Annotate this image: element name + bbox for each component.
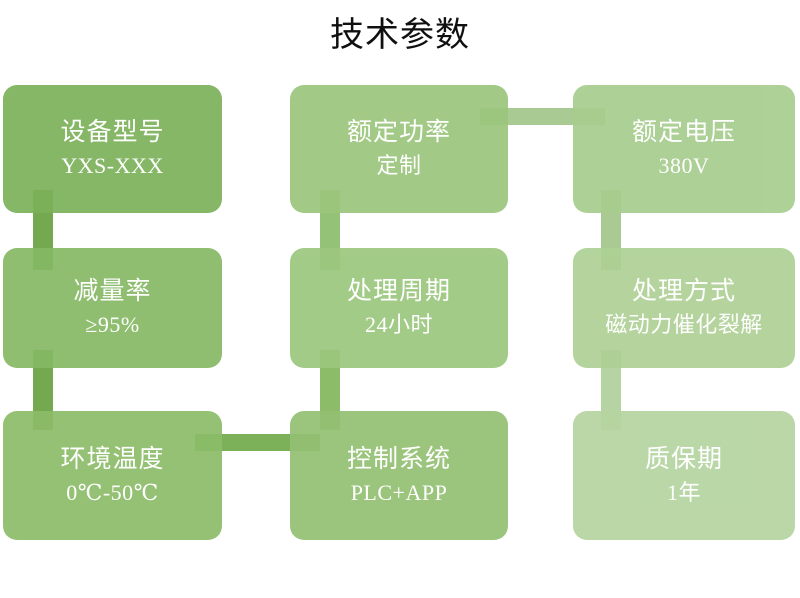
card-value: 24小时 (364, 312, 433, 337)
card-value: 0℃-50℃ (66, 479, 159, 505)
connector-row3-left-mid (195, 434, 320, 451)
card-value: 磁动力催化裂解 (605, 312, 763, 337)
card-value: 1年 (666, 479, 701, 505)
card-title: 设备型号 (60, 119, 165, 146)
card-treatment-method[interactable]: 处理方式磁动力催化裂解 (573, 248, 795, 368)
card-value: YXS-XXX (61, 153, 164, 178)
card-value: 380V (658, 153, 710, 178)
connector-right-col-bottom (601, 350, 621, 430)
card-device-model[interactable]: 设备型号 YXS-XXX (3, 85, 222, 213)
card-value: 定制 (376, 153, 422, 178)
card-title: 额定电压 (631, 119, 736, 146)
card-title: 处理方式 (631, 278, 736, 305)
card-control-system[interactable]: 控制系统 PLC+APP (290, 411, 508, 540)
card-rated-power[interactable]: 额定功率定制 (290, 85, 508, 213)
card-value: ≥95% (85, 312, 140, 337)
card-ambient-temperature[interactable]: 环境温度 0℃-50℃ (3, 411, 222, 540)
connector-left-col-bottom (33, 350, 53, 430)
card-title: 环境温度 (60, 445, 165, 473)
card-value: PLC+APP (350, 479, 448, 505)
card-reduction-rate[interactable]: 减量率 ≥95% (3, 248, 222, 368)
card-title: 控制系统 (346, 445, 451, 473)
card-warranty-period[interactable]: 质保期 1年 (573, 411, 795, 540)
card-title: 质保期 (644, 445, 723, 473)
card-treatment-cycle[interactable]: 处理周期 24小时 (290, 248, 508, 368)
card-title: 处理周期 (346, 278, 451, 305)
page-title: 技术参数 (330, 17, 470, 54)
connector-mid-col-bottom (320, 350, 340, 430)
card-title: 减量率 (73, 278, 152, 305)
card-title: 额定功率 (346, 119, 451, 146)
card-rated-voltage[interactable]: 额定电压 380V (573, 85, 795, 213)
